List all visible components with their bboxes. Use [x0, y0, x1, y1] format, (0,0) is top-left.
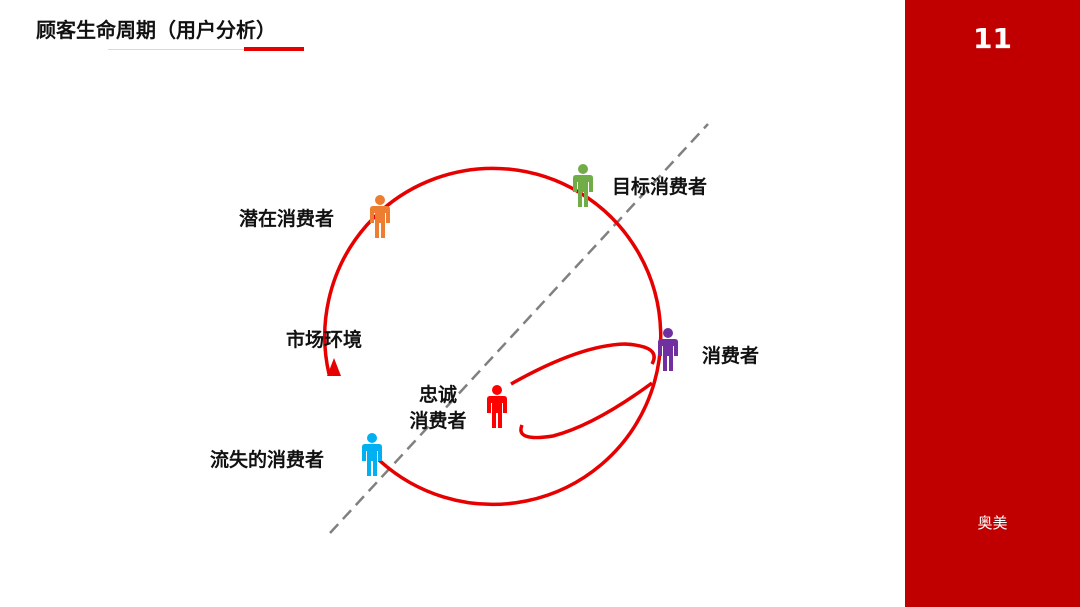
loyalty-loop-upper	[510, 342, 656, 386]
customer-lifecycle-diagram	[323, 123, 709, 534]
lifecycle-loop	[323, 166, 663, 507]
sidebar: 11 奥美	[905, 0, 1080, 607]
person-icon-loyal	[487, 385, 507, 428]
label-lost-consumer: 流失的消费者	[210, 449, 325, 471]
loop-arrowhead	[327, 358, 341, 376]
page-title: 顾客生命周期（用户分析）	[36, 18, 276, 42]
label-consumer: 消费者	[702, 345, 760, 367]
brand-label: 奥美	[977, 514, 1008, 532]
page-number: 11	[973, 22, 1012, 55]
title-underline	[108, 49, 244, 50]
label-market-environment: 市场环境	[286, 329, 363, 351]
label-loyal-line2: 消费者	[409, 410, 467, 432]
label-loyal-line1: 忠诚	[418, 384, 457, 406]
loyalty-loop-lower	[519, 381, 654, 440]
title-underline-accent	[244, 47, 304, 51]
person-icon-potential	[370, 195, 390, 238]
person-icon-lost	[362, 433, 382, 476]
dashed-divider	[329, 123, 709, 534]
label-potential-consumer: 潜在消费者	[239, 208, 335, 230]
label-target-consumer: 目标消费者	[612, 176, 708, 198]
